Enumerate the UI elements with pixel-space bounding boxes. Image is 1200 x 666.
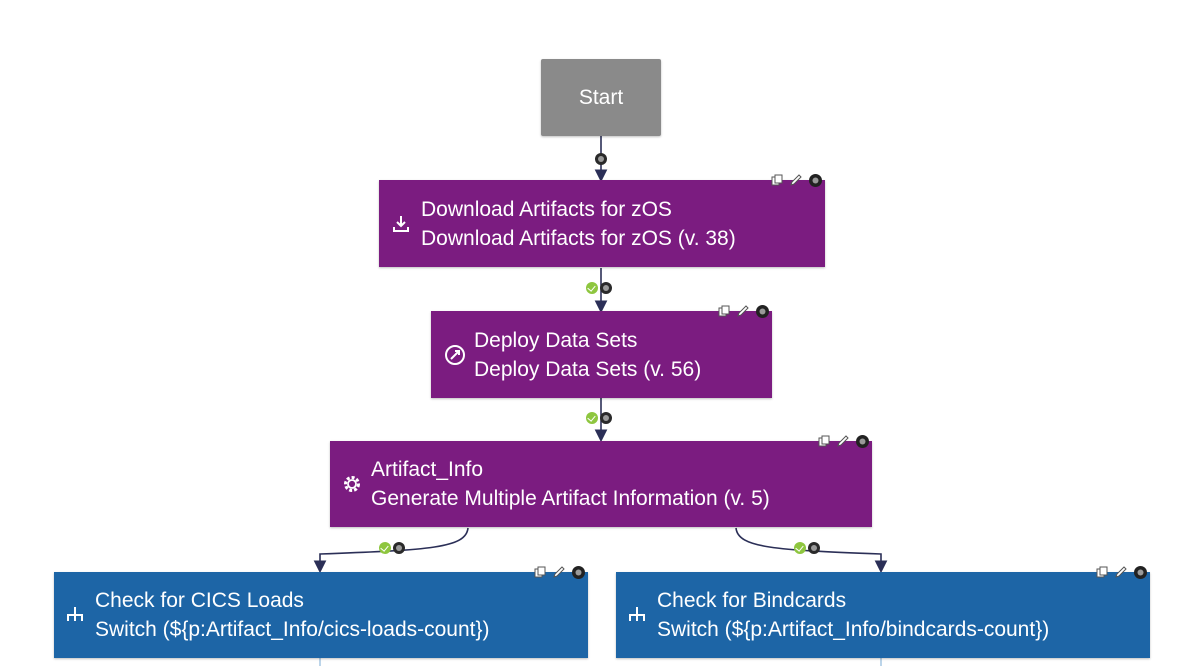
node-toolbar (1094, 564, 1148, 580)
step-subtitle: Generate Multiple Artifact Information (… (371, 487, 770, 510)
download-icon (388, 211, 414, 237)
success-check-icon (794, 542, 806, 554)
link-icon (595, 153, 607, 165)
success-check-icon (379, 542, 391, 554)
connector-status-badge (586, 412, 612, 424)
step-title: Download Artifacts for zOS (421, 197, 672, 221)
switch-node-bindcards[interactable]: Check for Bindcards Switch (${p:Artifact… (616, 565, 1150, 658)
start-node[interactable]: Start (541, 59, 661, 136)
node-toolbar (769, 172, 823, 188)
link-icon (600, 282, 612, 294)
node-toolbar (816, 433, 870, 449)
success-check-icon (586, 282, 598, 294)
delete-icon[interactable] (1132, 564, 1148, 580)
copy-icon[interactable] (816, 433, 832, 449)
copy-icon[interactable] (769, 172, 785, 188)
switch-node-cics-loads[interactable]: Check for CICS Loads Switch (${p:Artifac… (54, 565, 588, 658)
step-node-artifact-info[interactable]: Artifact_Info Generate Multiple Artifact… (330, 434, 872, 527)
step-subtitle: Switch (${p:Artifact_Info/bindcards-coun… (657, 618, 1050, 641)
copy-icon[interactable] (1094, 564, 1110, 580)
link-icon (600, 412, 612, 424)
start-node-label: Start (578, 85, 624, 109)
edit-icon[interactable] (1113, 564, 1129, 580)
link-icon (393, 542, 405, 554)
rocket-icon (442, 342, 468, 368)
copy-icon[interactable] (532, 564, 548, 580)
delete-icon[interactable] (754, 303, 770, 319)
step-node-download-artifacts[interactable]: Download Artifacts for zOS Download Arti… (379, 173, 825, 267)
edit-icon[interactable] (551, 564, 567, 580)
connector-artifactinfo-bindcards[interactable] (735, 527, 888, 574)
step-title: Deploy Data Sets (474, 328, 638, 352)
step-title: Check for Bindcards (657, 589, 847, 612)
edit-icon[interactable] (788, 172, 804, 188)
connector-status-badge (595, 153, 607, 165)
success-check-icon (586, 412, 598, 424)
node-toolbar (716, 303, 770, 319)
connector-status-badge (794, 542, 820, 554)
step-title: Artifact_Info (371, 458, 484, 481)
switch-icon (624, 602, 650, 628)
delete-icon[interactable] (854, 433, 870, 449)
switch-icon (62, 602, 88, 628)
connector-artifactinfo-cics[interactable] (313, 527, 469, 574)
delete-icon[interactable] (570, 564, 586, 580)
step-title: Check for CICS Loads (95, 589, 304, 612)
copy-icon[interactable] (716, 303, 732, 319)
edit-icon[interactable] (835, 433, 851, 449)
delete-icon[interactable] (807, 172, 823, 188)
step-node-deploy-data-sets[interactable]: Deploy Data Sets Deploy Data Sets (v. 56… (431, 304, 772, 398)
gear-icon (339, 471, 365, 497)
link-icon (808, 542, 820, 554)
step-subtitle: Switch (${p:Artifact_Info/cics-loads-cou… (95, 618, 490, 641)
node-toolbar (532, 564, 586, 580)
connector-status-badge (379, 542, 405, 554)
edit-icon[interactable] (735, 303, 751, 319)
step-subtitle: Deploy Data Sets (v. 56) (474, 357, 702, 381)
step-subtitle: Download Artifacts for zOS (v. 38) (421, 226, 736, 250)
connector-status-badge (586, 282, 612, 294)
